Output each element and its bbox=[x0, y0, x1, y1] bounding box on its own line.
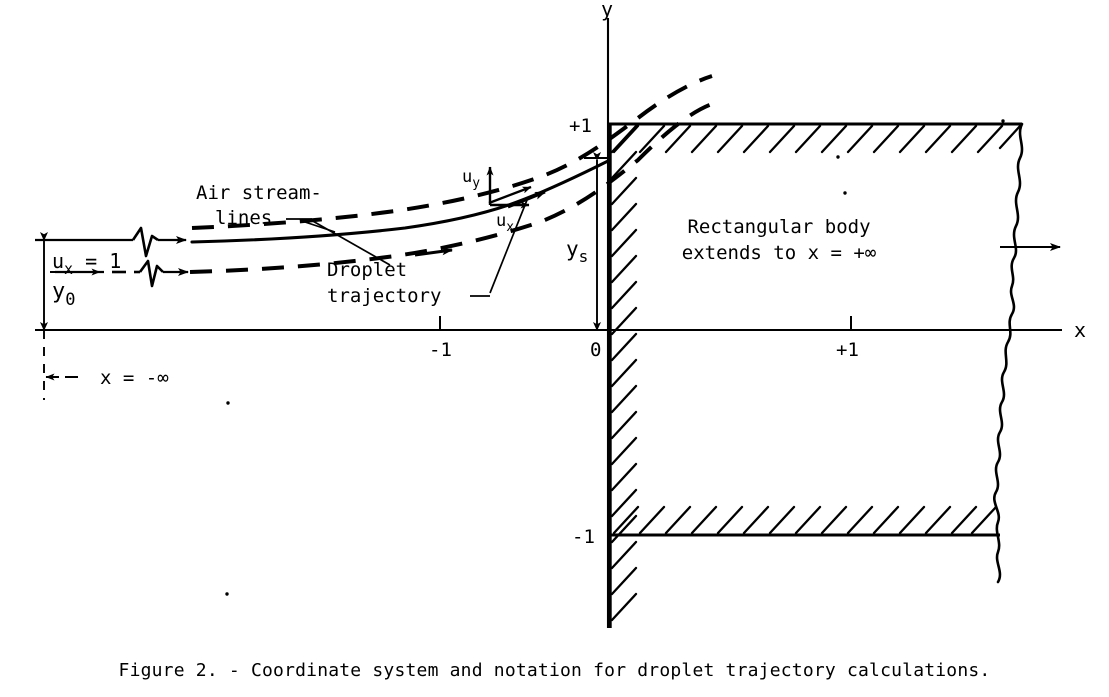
scan-speckles bbox=[225, 119, 1005, 596]
droplet-trajectory-leader bbox=[489, 199, 528, 294]
air-streamlines-label-line1: Air stream- bbox=[196, 182, 322, 204]
air-streamlines-leader-2 bbox=[310, 219, 391, 266]
droplet-trajectory-curve bbox=[190, 159, 610, 244]
uy-component-label: uy bbox=[462, 167, 480, 191]
inlet-lower-break-symbol bbox=[138, 259, 164, 288]
body-front-hatching bbox=[610, 124, 638, 622]
x-tick-label-minus1: -1 bbox=[429, 339, 452, 361]
text-label-group: ux = 1 y0 x = -∞ Air stream- lines Dropl… bbox=[52, 0, 1086, 548]
y-tick-label-minus1: -1 bbox=[572, 526, 595, 548]
y-tick-label-plus1: +1 bbox=[569, 115, 592, 137]
ux-component-label: ux bbox=[496, 211, 514, 235]
air-streamline-upper bbox=[191, 74, 713, 230]
x-tick-label-plus1: +1 bbox=[836, 339, 859, 361]
body-bottom-hatching bbox=[612, 505, 998, 535]
inlet-velocity-label: ux = 1 bbox=[52, 249, 121, 278]
air-streamlines-label-line2: lines bbox=[215, 207, 272, 229]
x-minus-infinity-label: x = -∞ bbox=[100, 367, 169, 389]
figure-caption: Figure 2. - Coordinate system and notati… bbox=[118, 660, 991, 681]
x-axis-label: x bbox=[1074, 318, 1086, 342]
body-break-wavy-line bbox=[993, 122, 1024, 584]
y0-label: y0 bbox=[52, 279, 76, 310]
inlet-upper-break-symbol bbox=[131, 226, 159, 258]
droplet-trajectory-label-line2: trajectory bbox=[327, 285, 441, 307]
origin-label: 0 bbox=[590, 339, 601, 361]
droplet-trajectory-label-line1: Droplet bbox=[327, 259, 407, 281]
inlet-group bbox=[35, 226, 190, 400]
body-text-line1: Rectangular body bbox=[687, 216, 870, 238]
ys-label: ys bbox=[566, 237, 588, 266]
body-text-line2: extends to x = +∞ bbox=[682, 242, 876, 264]
resultant-velocity-arrow bbox=[488, 185, 532, 205]
leader-lines-group bbox=[286, 199, 1061, 297]
ys-dimension-group bbox=[584, 152, 610, 331]
body-top-hatching bbox=[612, 124, 1022, 154]
y-axis-label: y bbox=[601, 0, 613, 21]
air-streamline-lower-arrow bbox=[414, 247, 453, 257]
rectangular-body-group bbox=[608, 122, 1024, 628]
flow-curves-group bbox=[189, 74, 713, 274]
velocity-vector-group bbox=[486, 166, 532, 209]
